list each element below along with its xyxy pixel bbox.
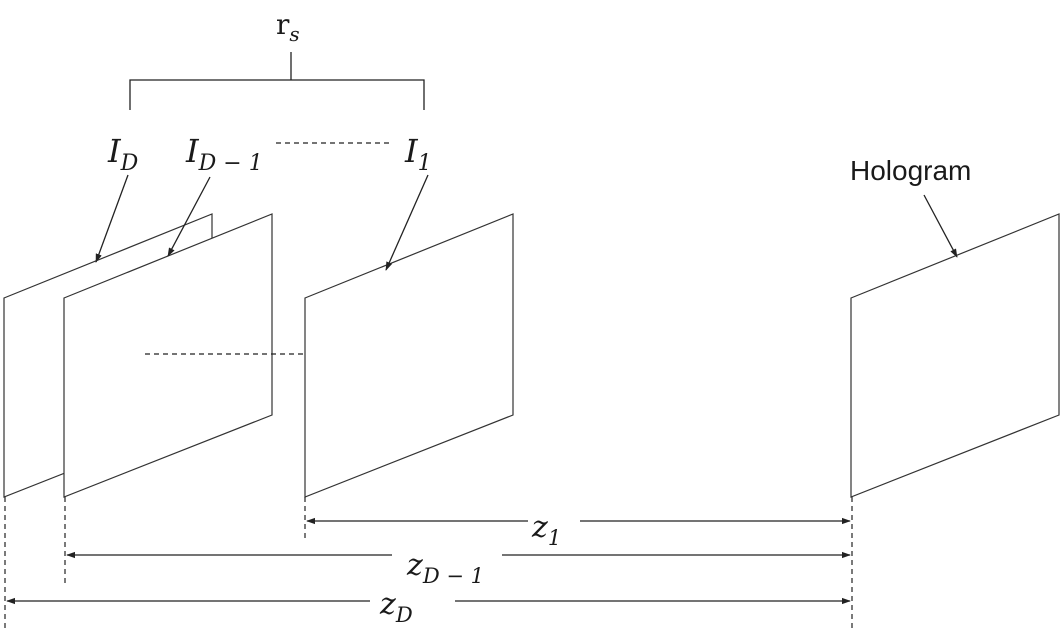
z1-label: z1 [531,510,561,550]
zd-label: zD [379,587,413,627]
pointer-arrow-i1 [385,174,429,271]
plane-label-i1: I1 [404,132,432,176]
hologram-plane [850,213,1060,498]
hologram-label: Hologram [850,155,971,186]
plane-id-minus-1 [63,213,273,498]
pointer-arrow-id [95,174,129,263]
pointer-arrow-id-minus-1 [167,176,211,257]
zd1-label: zD − 1 [406,548,484,588]
rs-bracket [129,52,425,110]
plane-label-id-minus-1: ID − 1 [185,132,263,176]
rs-label: rs [276,8,300,46]
plane-i1 [304,213,514,498]
plane-label-id: ID [107,132,139,176]
pointer-arrow-hologram [923,194,958,258]
